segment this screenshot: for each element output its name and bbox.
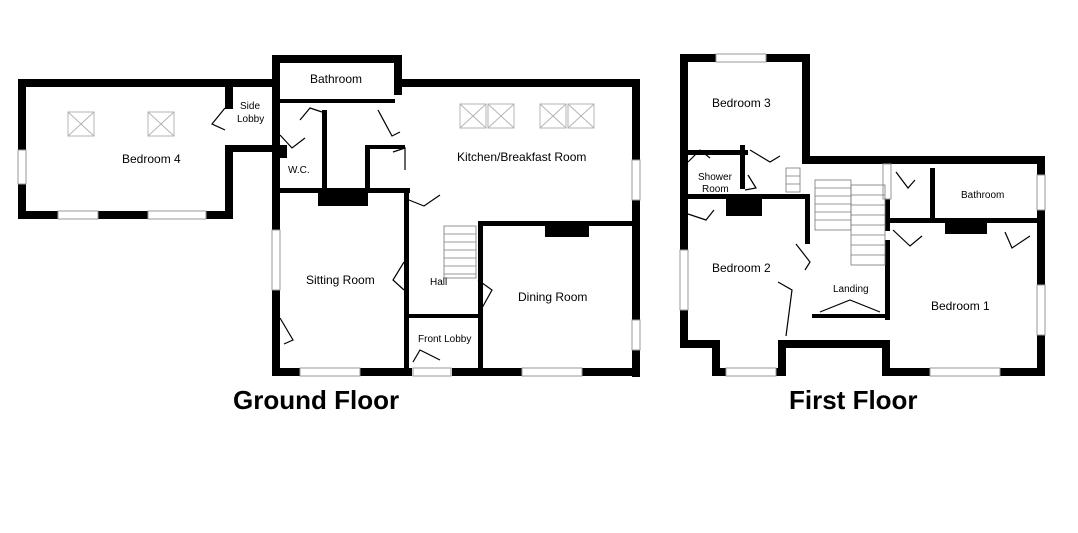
wc-partition xyxy=(322,110,327,193)
window xyxy=(17,149,27,185)
bedroom4-north-wall xyxy=(18,79,227,87)
bedroom2-south-wall-a xyxy=(680,340,720,348)
bedroom2-label: Bedroom 2 xyxy=(712,261,771,275)
main-east-wall xyxy=(632,79,640,377)
window xyxy=(299,367,361,377)
landing-west-wall xyxy=(805,194,810,244)
hall-label: Hall xyxy=(430,277,447,288)
bedroom3-east-wall xyxy=(802,54,810,164)
side-lobby-label-2: Lobby xyxy=(237,114,264,125)
window xyxy=(725,367,777,377)
window xyxy=(271,229,281,291)
bay-wall-right xyxy=(778,340,786,376)
landing-south-wall xyxy=(778,340,888,348)
ground-bathroom-label: Bathroom xyxy=(310,72,362,86)
kitchen-north-wall xyxy=(402,79,640,87)
side-lobby-south-wall xyxy=(233,145,273,152)
side-lobby-wall xyxy=(225,79,233,109)
dining-room-label: Dining Room xyxy=(518,290,587,304)
window xyxy=(57,210,99,220)
sitting-room-label: Sitting Room xyxy=(306,273,375,287)
front-door xyxy=(412,367,452,377)
bedroom4-east-wall xyxy=(225,145,233,219)
bathroom-west-wall xyxy=(272,55,280,107)
shower-room-label: Shower xyxy=(698,172,733,183)
window xyxy=(1036,284,1046,336)
window xyxy=(715,53,767,63)
sitting-chimney xyxy=(318,188,368,206)
doors xyxy=(687,149,1031,337)
bedroom4-west-wall xyxy=(18,79,26,219)
bathroom-west-wall xyxy=(930,168,935,223)
window xyxy=(631,319,641,351)
bedroom1-label: Bedroom 1 xyxy=(931,299,990,313)
ground-floor-plan: Bedroom 4 Side Lobby Bathroom W.C. Kitch… xyxy=(17,55,641,415)
bedroom1-chimney xyxy=(945,218,987,234)
first-floor-plan: Bedroom 3 Shower Room Bedroom 2 Landing … xyxy=(679,53,1046,415)
bathroom-south-wall xyxy=(280,99,395,103)
kitchen-pantry-wall xyxy=(365,145,405,149)
shower-north-wall xyxy=(688,150,748,155)
first-east-wall xyxy=(1037,156,1045,376)
wc-box xyxy=(272,145,287,158)
front-lobby-label: Front Lobby xyxy=(418,334,471,345)
window xyxy=(1036,174,1046,211)
doors xyxy=(211,107,493,363)
landing-cupboard-wall xyxy=(812,314,887,318)
bedroom2-chimney xyxy=(726,194,762,216)
bedroom4-south-wall xyxy=(18,211,233,219)
ground-floor-stairs xyxy=(443,225,477,279)
hall-east-wall xyxy=(478,221,483,368)
window xyxy=(521,367,583,377)
ground-floor-title: Ground Floor xyxy=(233,385,399,415)
bathroom-east-wall xyxy=(394,55,402,95)
wc-east-wall xyxy=(365,145,370,193)
first-floor-title: First Floor xyxy=(789,385,918,415)
window xyxy=(882,163,892,200)
kitchen-label: Kitchen/Breakfast Room xyxy=(457,150,586,164)
skylights xyxy=(67,103,595,137)
window xyxy=(679,249,689,311)
landing-label: Landing xyxy=(833,284,869,295)
hall-west-wall xyxy=(404,188,409,368)
bathroom-north-wall xyxy=(272,55,402,63)
bay-wall-left xyxy=(712,340,720,376)
bedroom1-west-mid xyxy=(885,240,890,320)
bedroom4-label: Bedroom 4 xyxy=(122,152,181,166)
first-bathroom-label: Bathroom xyxy=(961,190,1004,201)
bedroom1-west-lower xyxy=(882,340,890,376)
lobby-north-wall xyxy=(233,79,273,87)
first-floor-stairs xyxy=(785,167,886,266)
shower-east-wall xyxy=(740,145,745,189)
bedroom3-label: Bedroom 3 xyxy=(712,96,771,110)
shower-room-label-2: Room xyxy=(702,184,729,195)
front-lobby-wall xyxy=(404,314,482,318)
window xyxy=(631,159,641,201)
dining-chimney xyxy=(545,221,589,237)
window xyxy=(929,367,1001,377)
window xyxy=(147,210,207,220)
wc-label: W.C. xyxy=(288,165,310,176)
first-north-wall xyxy=(802,156,1045,164)
side-lobby-label: Side xyxy=(240,101,260,112)
first-west-wall xyxy=(680,54,688,348)
